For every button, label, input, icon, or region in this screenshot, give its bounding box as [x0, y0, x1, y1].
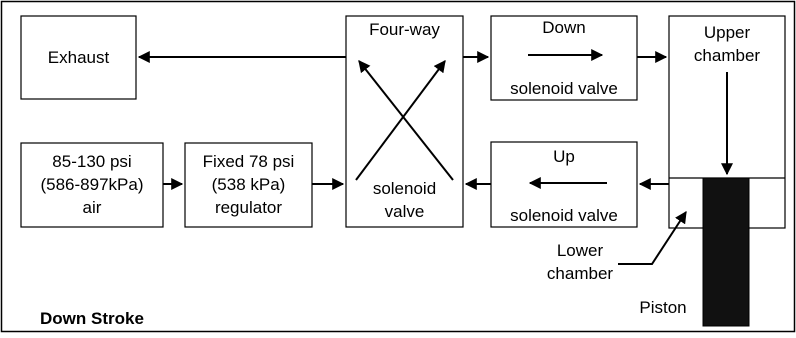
piston-label: Piston [639, 298, 686, 317]
lower-chamber-label-2: chamber [547, 264, 613, 283]
diagram-title: Down Stroke [40, 309, 144, 328]
lower-chamber-pointer [618, 210, 687, 265]
air-supply-box: 85-130 psi (586-897kPa) air [20, 142, 164, 228]
down-solenoid-label: solenoid valve [510, 79, 618, 98]
up-valve-box: Up solenoid valve [490, 141, 638, 228]
cylinder: Upper chamber [668, 15, 786, 327]
regulator-label: regulator [215, 198, 282, 217]
regulator-kpa-label: (538 kPa) [212, 175, 286, 194]
upper-chamber-label-1: Upper [704, 23, 751, 42]
exhaust-label: Exhaust [48, 48, 110, 67]
lower-chamber-label-1: Lower [557, 241, 604, 260]
air-kpa-label: (586-897kPa) [40, 175, 143, 194]
exhaust-box: Exhaust [20, 15, 137, 100]
up-label: Up [553, 147, 575, 166]
piston-rod [702, 177, 750, 327]
air-pressure-label: 85-130 psi [52, 152, 131, 171]
four-way-valve-label: valve [385, 202, 425, 221]
down-label: Down [542, 18, 585, 37]
four-way-label: Four-way [369, 20, 440, 39]
four-way-valve-box: Four-way solenoid valve [345, 15, 464, 228]
cross-arrow-up-left [358, 60, 454, 181]
upper-chamber-label-2: chamber [694, 46, 760, 65]
down-valve-box: Down solenoid valve [490, 15, 638, 101]
up-solenoid-label: solenoid valve [510, 206, 618, 225]
cross-arrow-up-right [355, 60, 446, 181]
four-way-solenoid-label: solenoid [373, 179, 436, 198]
air-label: air [83, 198, 102, 217]
regulator-pressure-label: Fixed 78 psi [203, 152, 295, 171]
regulator-box: Fixed 78 psi (538 kPa) regulator [184, 142, 313, 228]
